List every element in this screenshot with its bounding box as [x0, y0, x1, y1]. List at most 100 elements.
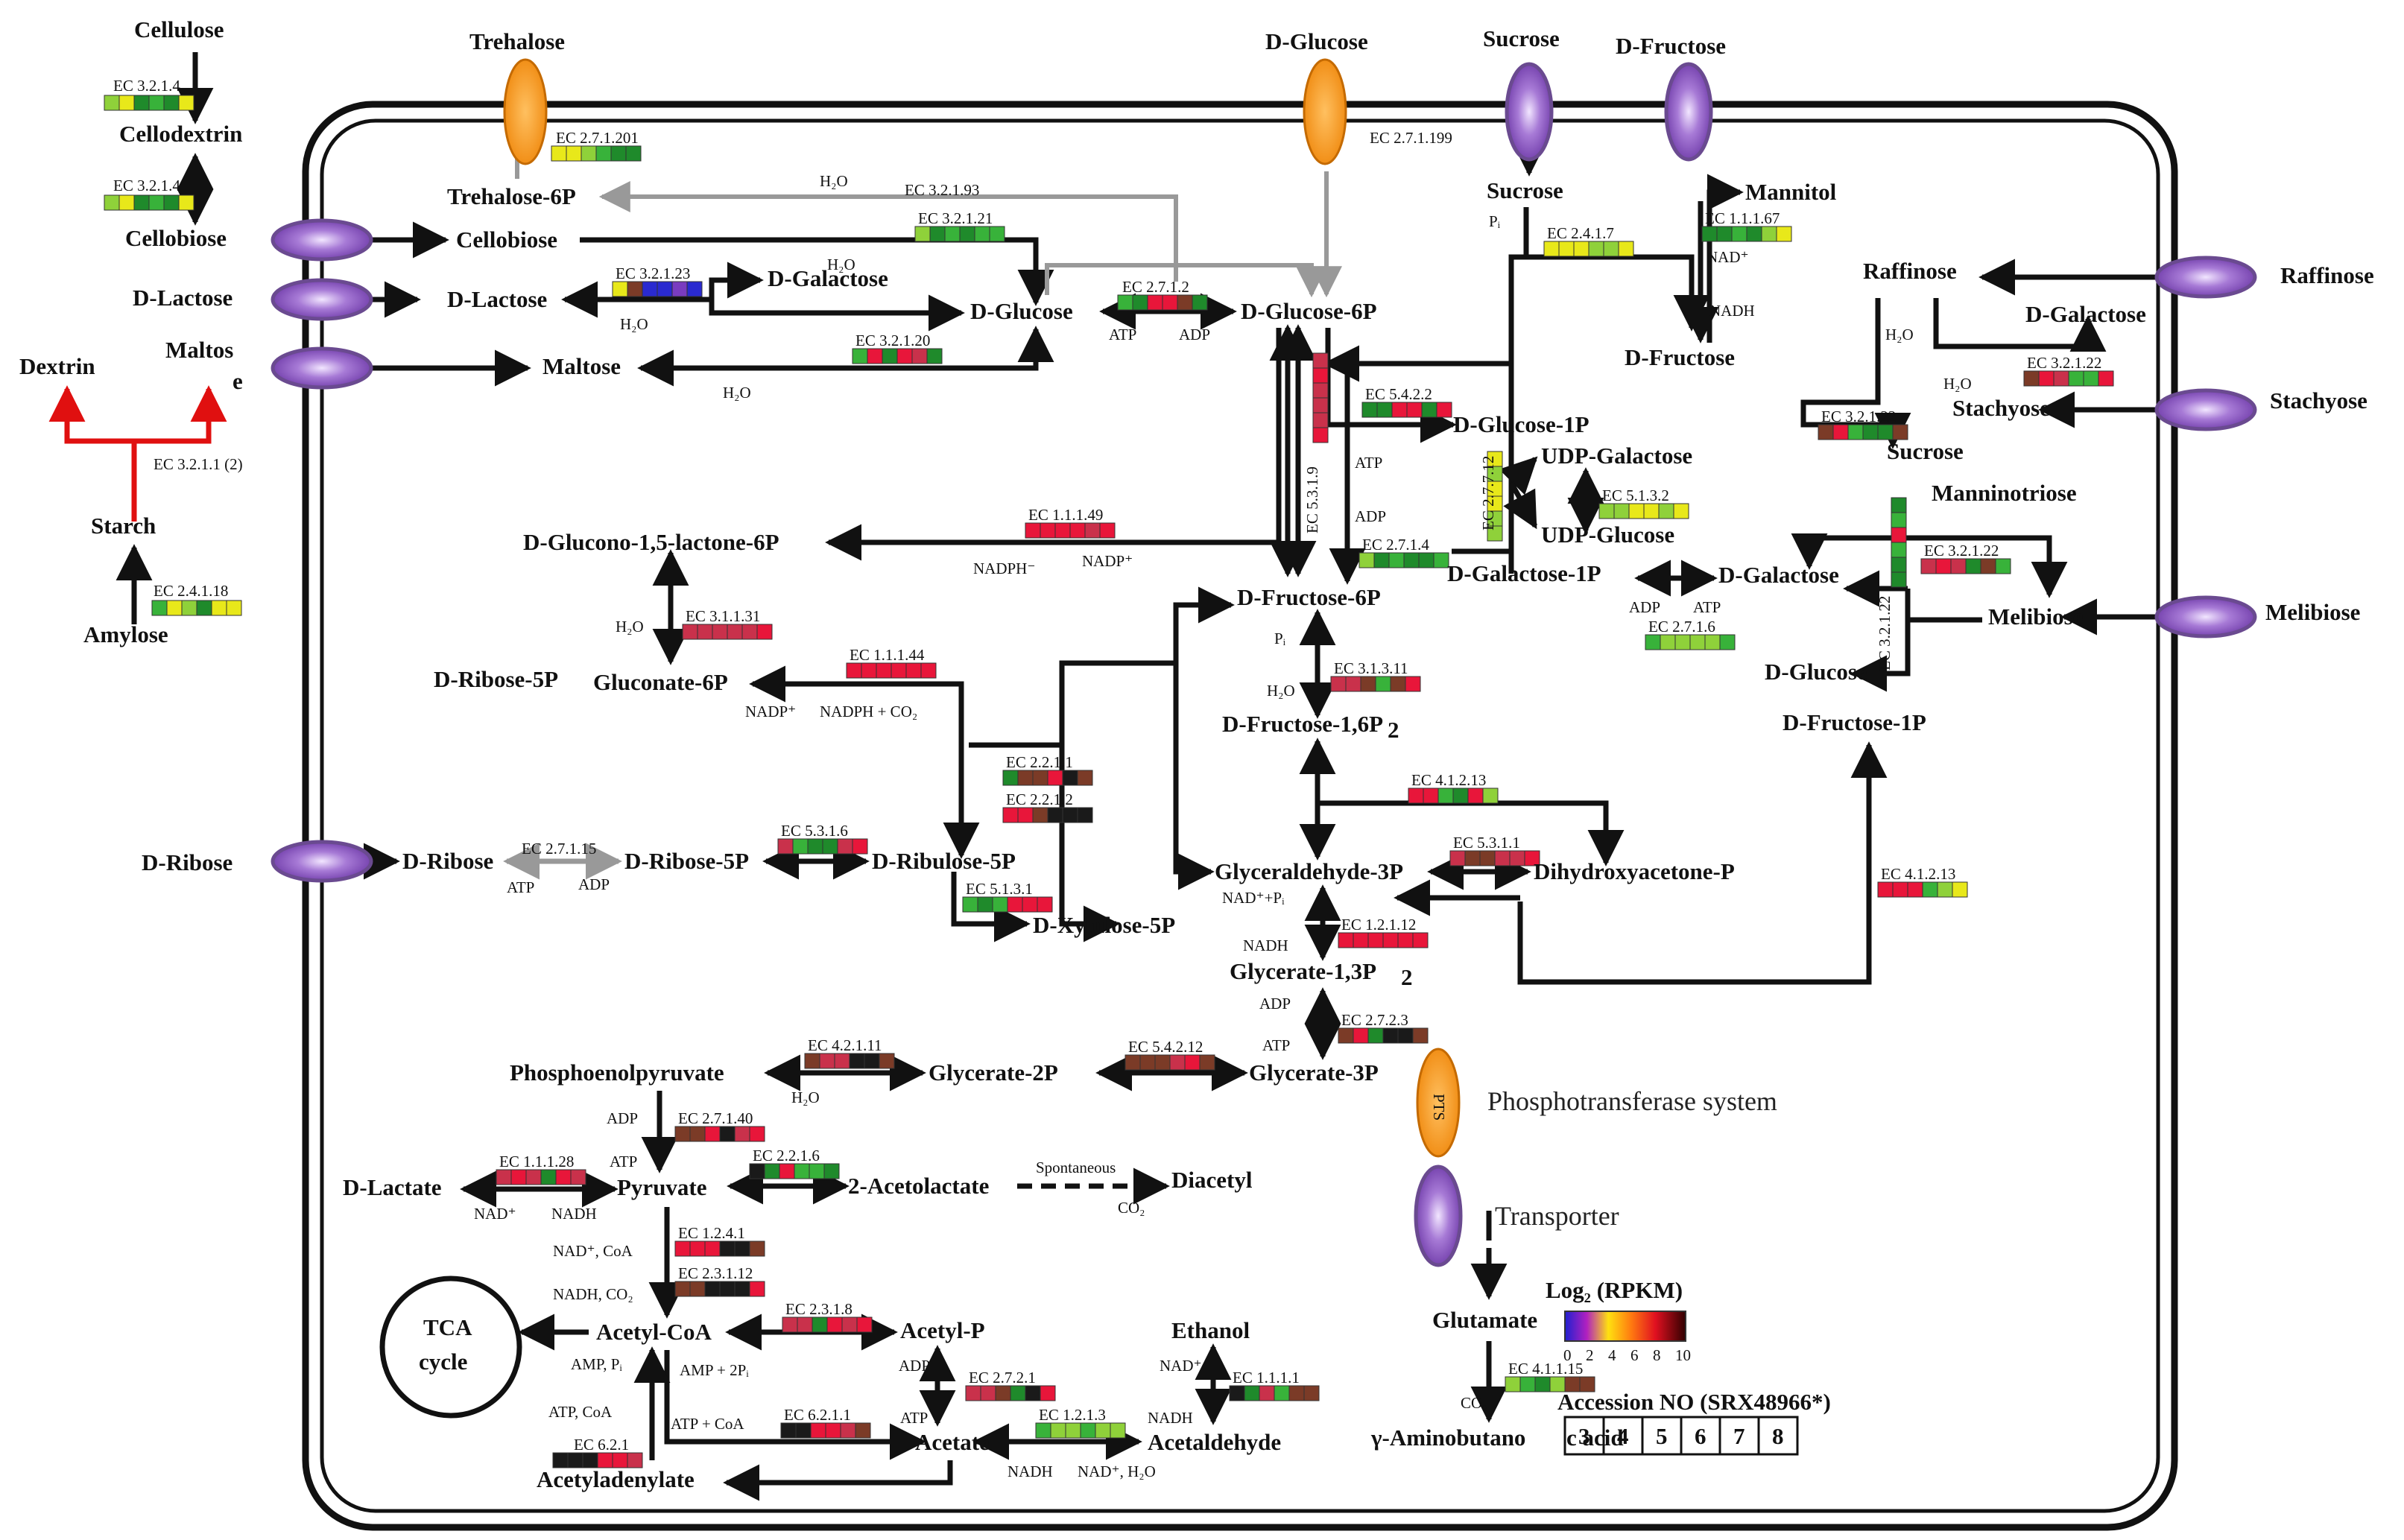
ec-1-1-1-44: EC 1.1.1.44	[850, 646, 925, 664]
heatmap-strip	[1229, 1385, 1320, 1401]
heatmap-strip	[2023, 370, 2114, 387]
ec-3-2-1-1: EC 3.2.1.1 (2)	[154, 455, 243, 473]
heatmap-strip	[1505, 1376, 1595, 1392]
label-ribose-5p-left: D-Ribose-5P	[434, 666, 558, 692]
label-fructose-out: D-Fructose	[1616, 33, 1726, 59]
heatmap-strip	[749, 1163, 840, 1179]
heatmap-strip	[782, 1316, 873, 1333]
heatmap-strip	[804, 1053, 895, 1069]
label-ribose-out: D-Ribose	[142, 849, 233, 875]
cofactor-labels: H₂O H₂O H₂O H₂O H₂O H₂O H₂O H₂O H₂O ATP …	[474, 172, 1972, 1480]
legend-accession-cell: 5	[1656, 1423, 1668, 1449]
label-glutamate: Glutamate	[1432, 1307, 1537, 1333]
ec-4-1-2-13-b: EC 4.1.2.13	[1881, 865, 1955, 883]
label-trehalose-6p: Trehalose-6P	[447, 183, 576, 209]
label-fructose-6p: D-Fructose-6P	[1237, 584, 1381, 610]
label-ethanol: Ethanol	[1171, 1317, 1250, 1343]
label-melibiose-out: Melibiose	[2265, 599, 2360, 625]
cof-atp-3: ATP	[1693, 598, 1721, 616]
ec-3-2-1-93: EC 3.2.1.93	[905, 181, 979, 199]
heatmap-strip	[1487, 451, 1503, 542]
label-lactate: D-Lactate	[343, 1174, 442, 1200]
ec-2-7-1-15: EC 2.7.1.15	[522, 840, 596, 858]
heatmap-strip	[674, 1281, 765, 1297]
heatmap-strip	[1818, 424, 1908, 440]
legend-transporter-label: Transporter	[1495, 1201, 1619, 1231]
label-ribulose-5p: D-Ribulose-5P	[872, 848, 1016, 874]
label-mannitol: Mannitol	[1745, 179, 1837, 205]
cof-adp-2: ADP	[1355, 507, 1386, 525]
legend-scale-tick: 8	[1653, 1346, 1661, 1364]
heatmap-strip	[1543, 241, 1634, 257]
label-acetyl-p: Acetyl-P	[900, 1317, 985, 1343]
cof-nad-plus: NAD⁺	[1706, 248, 1749, 266]
cof-nad-pi: NAD⁺+Pᵢ	[1222, 889, 1285, 907]
ec-2-7-2-3: EC 2.7.2.3	[1341, 1011, 1408, 1029]
cof-atp-coa: ATP, CoA	[548, 1403, 613, 1421]
legend-accession-cell: 8	[1772, 1423, 1784, 1449]
heatmap-strip	[682, 624, 773, 640]
label-galactose-1p: D-Galactose-1P	[1447, 560, 1601, 586]
heatmap-strip	[780, 1422, 871, 1439]
label-fructose-16p-sub: 2	[1388, 717, 1399, 743]
ec-3-1-1-31: EC 3.1.1.31	[686, 607, 760, 625]
cof-atp-coa-2: ATP + CoA	[671, 1415, 744, 1433]
ec-2-3-1-8: EC 2.3.1.8	[785, 1300, 853, 1318]
ec-5-4-2-2: EC 5.4.2.2	[1365, 385, 1432, 403]
heatmap-strip	[674, 1126, 765, 1142]
label-glucose-out: D-Glucose	[1265, 28, 1368, 54]
ec-5-1-3-1: EC 5.1.3.1	[966, 880, 1033, 898]
legend-scale-tick: 10	[1675, 1346, 1691, 1364]
legend-transporter-glyph	[1414, 1164, 1463, 1267]
heatmap-strip	[496, 1169, 586, 1185]
metabolite-labels: Cellulose Cellodextrin Cellobiose D-Lact…	[19, 16, 2374, 1492]
cof-adp-6: ADP	[607, 1109, 638, 1127]
ec-5-1-3-2: EC 5.1.3.2	[1602, 487, 1669, 504]
legend-scale-tick: 6	[1630, 1346, 1639, 1364]
ec-1-1-1-49: EC 1.1.1.49	[1028, 506, 1103, 524]
label-acetyladenylate: Acetyladenylate	[537, 1466, 695, 1492]
reaction-edges	[177, 52, 2160, 1501]
heatmap-strip	[965, 1385, 1056, 1401]
cof-nadp-plus: NADP⁺	[1082, 552, 1133, 570]
label-manninotriose: Manninotriose	[1932, 480, 2077, 506]
heatmap-strip	[1002, 807, 1093, 823]
legend-pts-label: Phosphotransferase system	[1487, 1086, 1777, 1116]
ec-5-3-1-1: EC 5.3.1.1	[1453, 834, 1520, 852]
label-glucose-r: D-Glucose	[1765, 659, 1867, 685]
ec-3-2-1-4-a: EC 3.2.1.4	[113, 77, 180, 95]
legend-pts-glyph-text: PTS	[1430, 1094, 1448, 1121]
heatmap-strip	[1358, 552, 1449, 568]
cof-nadph-co2: NADPH + CO₂	[820, 703, 917, 720]
label-cellulose: Cellulose	[134, 16, 224, 42]
heatmap-strip	[1408, 788, 1499, 804]
legend-scale-tick: 4	[1608, 1346, 1616, 1364]
legend-accession-title: Accession NO (SRX48966*)	[1557, 1389, 1831, 1415]
cof-amp-2pi: AMP + 2Pᵢ	[680, 1361, 749, 1379]
label-pep: Phosphoenolpyruvate	[510, 1059, 724, 1086]
heatmap-strip	[846, 662, 937, 679]
ec-5-3-1-9: EC 5.3.1.9	[1303, 466, 1321, 533]
ec-2-2-1-2: EC 2.2.1.2	[1006, 790, 1073, 808]
cof-atp-5: ATP	[1262, 1036, 1290, 1054]
legend-accession-cell: 3	[1578, 1423, 1590, 1449]
ec-1-2-1-12: EC 1.2.1.12	[1341, 916, 1416, 934]
heatmap-strip	[104, 194, 194, 211]
legend-accession-cell: 7	[1733, 1423, 1745, 1449]
rpkm-color-scale	[1564, 1311, 1686, 1342]
transporter-fructose	[1664, 62, 1713, 162]
cof-atp-6: ATP	[610, 1153, 637, 1170]
ec-1-1-1-1: EC 1.1.1.1	[1233, 1369, 1300, 1387]
heatmap-strip	[1891, 497, 1907, 588]
label-sucrose-r: Sucrose	[1887, 438, 1964, 464]
label-tca-1: TCA	[423, 1314, 472, 1340]
cof-nad-4: NAD⁺	[1160, 1357, 1202, 1375]
cof-nadh-1: NADH	[1709, 302, 1755, 320]
ec-4-1-1-15: EC 4.1.1.15	[1508, 1360, 1583, 1378]
heatmap-strip	[777, 838, 868, 855]
cof-nad-h2o: NAD⁺, H₂O	[1078, 1463, 1156, 1480]
ec-5-3-1-6: EC 5.3.1.6	[781, 822, 848, 840]
